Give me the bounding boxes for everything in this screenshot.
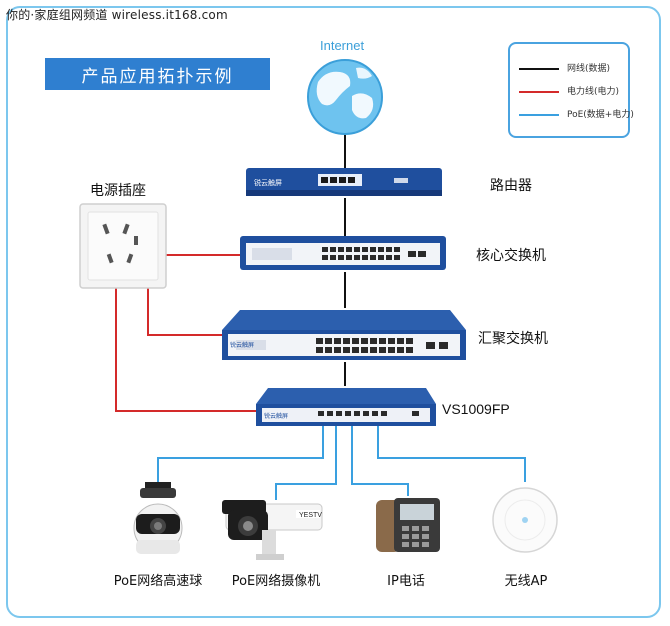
access-brand-text: 锐云触屏: [264, 412, 288, 420]
router-label: 路由器: [490, 178, 532, 194]
speed-dome-icon: [133, 482, 183, 554]
access-switch-label: VS1009FP: [442, 401, 510, 417]
legend-item-poe: PoE(数据+电力): [510, 107, 634, 123]
access-switch-device: [256, 388, 436, 426]
ip-phone-icon: [376, 498, 440, 552]
legend-item-power: 电力线(电力): [510, 84, 628, 100]
aggregation-brand-text: 锐云触屏: [230, 341, 254, 349]
power-socket-icon: [79, 203, 167, 289]
legend-label: PoE(数据+电力): [567, 110, 634, 120]
poe-camera: [275, 424, 337, 500]
core-switch-label: 核心交换机: [476, 248, 546, 264]
legend-label: 电力线(电力): [567, 87, 620, 97]
core-switch-device: [240, 236, 446, 270]
internet-label: Internet: [320, 38, 365, 53]
diagram-frame: [6, 6, 661, 618]
diagram-title: 产品应用拓扑示例: [45, 58, 270, 90]
device-label-ip-phone: IP电话: [387, 574, 425, 589]
poe-phone: [351, 424, 409, 496]
legend: 网线(数据) 电力线(电力) PoE(数据+电力): [508, 42, 634, 138]
power-socket-label: 电源插座: [90, 183, 146, 199]
device-label-camera: PoE网络摄像机: [231, 574, 321, 589]
camera-brand-text: YESTV: [299, 512, 322, 519]
legend-swatch-power: [519, 91, 559, 93]
legend-item-data: 网线(数据): [510, 61, 628, 77]
legend-swatch-poe: [519, 114, 559, 116]
device-label-speed-dome: PoE网络高速球: [113, 574, 203, 589]
globe-icon: [307, 59, 383, 135]
aggregation-switch-device: [222, 310, 466, 360]
power-aggregation: [147, 286, 222, 336]
aggregation-switch-label: 汇聚交换机: [478, 331, 548, 347]
router-device: [246, 168, 442, 196]
wireless-ap-icon: [492, 487, 558, 553]
power-access: [115, 286, 256, 412]
watermark: 你的·家庭组网频道 wireless.it168.com: [6, 8, 228, 22]
poe-ap: [377, 424, 526, 482]
device-label-wireless-ap: 无线AP: [504, 574, 548, 589]
legend-swatch-data: [519, 68, 559, 70]
router-brand-text: 锐云触屏: [254, 178, 282, 187]
legend-label: 网线(数据): [567, 64, 611, 74]
poe-speed-dome: [157, 424, 324, 482]
bullet-camera-icon: [222, 500, 323, 560]
